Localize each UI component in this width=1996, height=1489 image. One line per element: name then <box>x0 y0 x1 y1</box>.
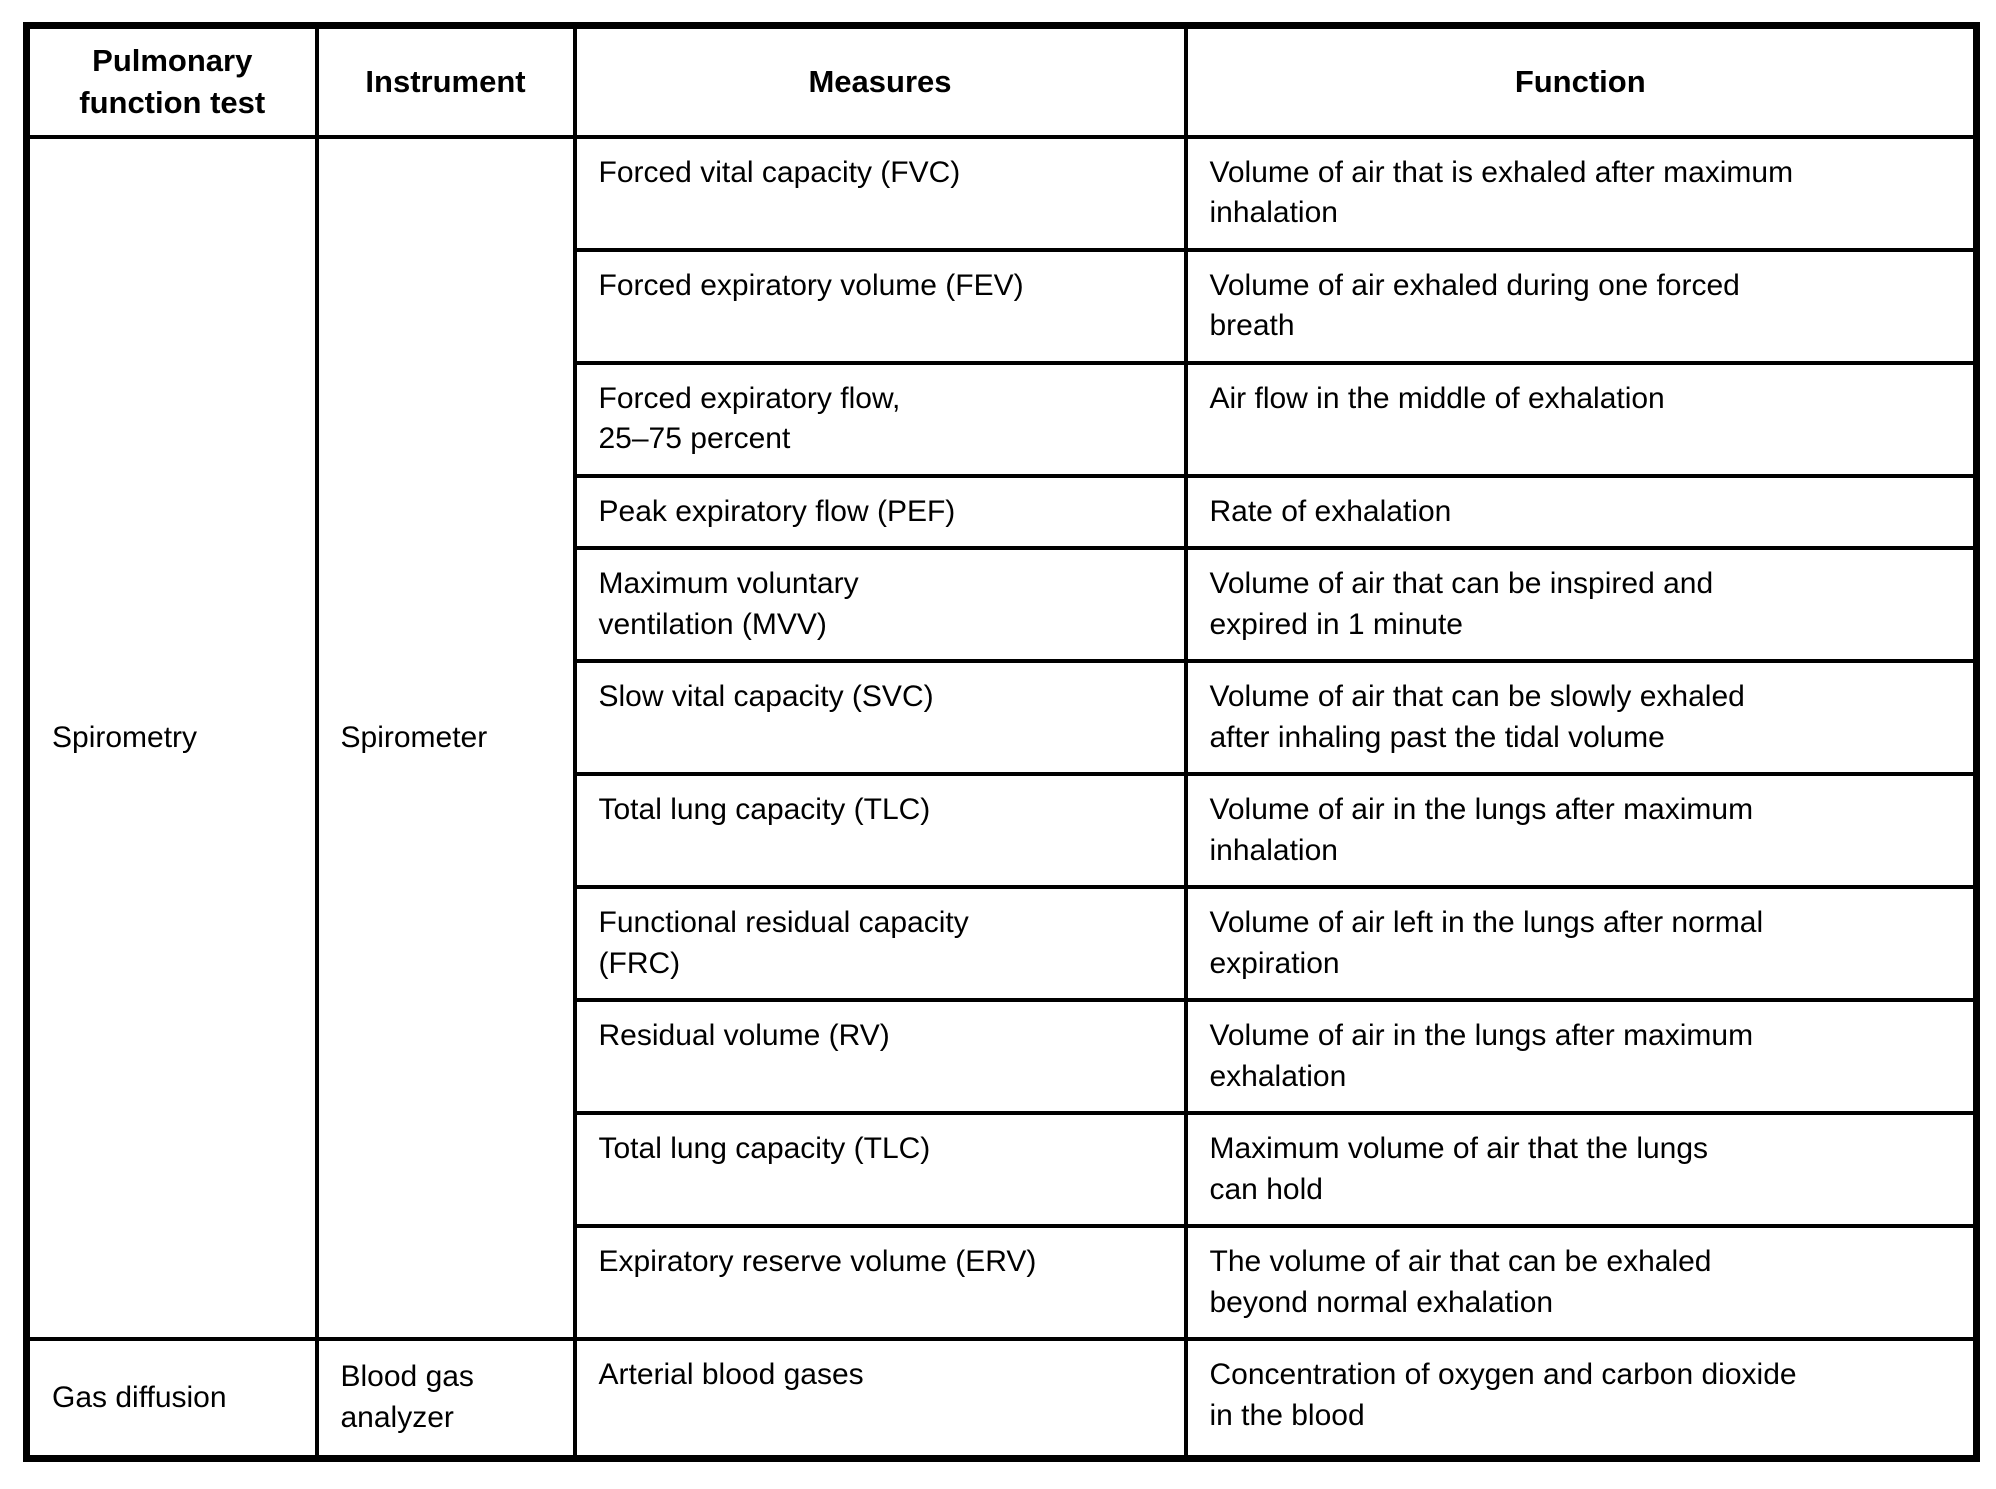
cell-function-fev: Volume of air exhaled during one forced … <box>1183 247 1979 365</box>
cell-test-spirometry: Spirometry <box>24 134 319 1341</box>
cell-function-erv: The volume of air that can be exhaled be… <box>1183 1224 1979 1341</box>
table-row: Forced expiratory volume (FEV) Volume of… <box>27 247 1979 365</box>
cell-function-rv: Volume of air in the lungs after maximum… <box>1183 998 1979 1115</box>
cell-function-tlc-2: Maximum volume of air that the lungs can… <box>1183 1111 1979 1228</box>
header-function: Function <box>1183 23 1979 139</box>
table-row: Slow vital capacity (SVC) Volume of air … <box>27 659 1979 776</box>
table-row: Total lung capacity (TLC) Maximum volume… <box>27 1111 1979 1228</box>
pulmonary-function-test-table: Pulmonary function test Instrument Measu… <box>23 22 1980 1462</box>
cell-measure-mvv: Maximum voluntary ventilation (MVV) <box>572 546 1188 663</box>
table-row: Gas diffusion Blood gas analyzer Arteria… <box>24 1337 1979 1460</box>
cell-function-svc: Volume of air that can be slowly exhaled… <box>1183 659 1979 776</box>
cell-function-arterial-blood-gases: Concentration of oxygen and carbon dioxi… <box>1183 1337 1979 1460</box>
cell-function-fef: Air flow in the middle of exhalation <box>1183 360 1979 478</box>
cell-measure-pef: Peak expiratory flow (PEF) <box>572 473 1188 550</box>
cell-function-pef: Rate of exhalation <box>1183 473 1979 550</box>
cell-instrument-spirometer: Spirometer <box>314 134 577 1341</box>
cell-measure-fev: Forced expiratory volume (FEV) <box>572 247 1188 365</box>
table-row: Functional residual capacity (FRC) Volum… <box>27 885 1979 1002</box>
header-instrument: Instrument <box>314 23 577 139</box>
table-row: Residual volume (RV) Volume of air in th… <box>27 998 1979 1115</box>
header-measures: Measures <box>572 23 1188 139</box>
header-row: Pulmonary function test Instrument Measu… <box>24 23 1979 139</box>
cell-measure-fef: Forced expiratory flow, 25–75 percent <box>572 360 1188 478</box>
cell-function-mvv: Volume of air that can be inspired and e… <box>1183 546 1979 663</box>
cell-test-gas-diffusion: Gas diffusion <box>24 1337 319 1460</box>
cell-measure-arterial-blood-gases: Arterial blood gases <box>572 1337 1188 1460</box>
table-row: Peak expiratory flow (PEF) Rate of exhal… <box>27 473 1979 550</box>
cell-measure-frc: Functional residual capacity (FRC) <box>572 885 1188 1002</box>
cell-measure-rv: Residual volume (RV) <box>572 998 1188 1115</box>
cell-function-frc: Volume of air left in the lungs after no… <box>1183 885 1979 1002</box>
cell-measure-svc: Slow vital capacity (SVC) <box>572 659 1188 776</box>
cell-measure-fvc: Forced vital capacity (FVC) <box>572 134 1188 252</box>
cell-measure-erv: Expiratory reserve volume (ERV) <box>572 1224 1188 1341</box>
table-row: Forced expiratory flow, 25–75 percent Ai… <box>27 360 1979 478</box>
table-row: Expiratory reserve volume (ERV) The volu… <box>27 1224 1979 1341</box>
cell-function-fvc: Volume of air that is exhaled after maxi… <box>1183 134 1979 252</box>
table-row: Total lung capacity (TLC) Volume of air … <box>27 772 1979 889</box>
table-row: Maximum voluntary ventilation (MVV) Volu… <box>27 546 1979 663</box>
cell-measure-tlc: Total lung capacity (TLC) <box>572 772 1188 889</box>
cell-measure-tlc-2: Total lung capacity (TLC) <box>572 1111 1188 1228</box>
cell-function-tlc: Volume of air in the lungs after maximum… <box>1183 772 1979 889</box>
table-row: Spirometry Spirometer Forced vital capac… <box>24 134 1979 1341</box>
header-pulmonary-function-test: Pulmonary function test <box>24 23 319 139</box>
cell-instrument-blood-gas-analyzer: Blood gas analyzer <box>314 1337 577 1460</box>
